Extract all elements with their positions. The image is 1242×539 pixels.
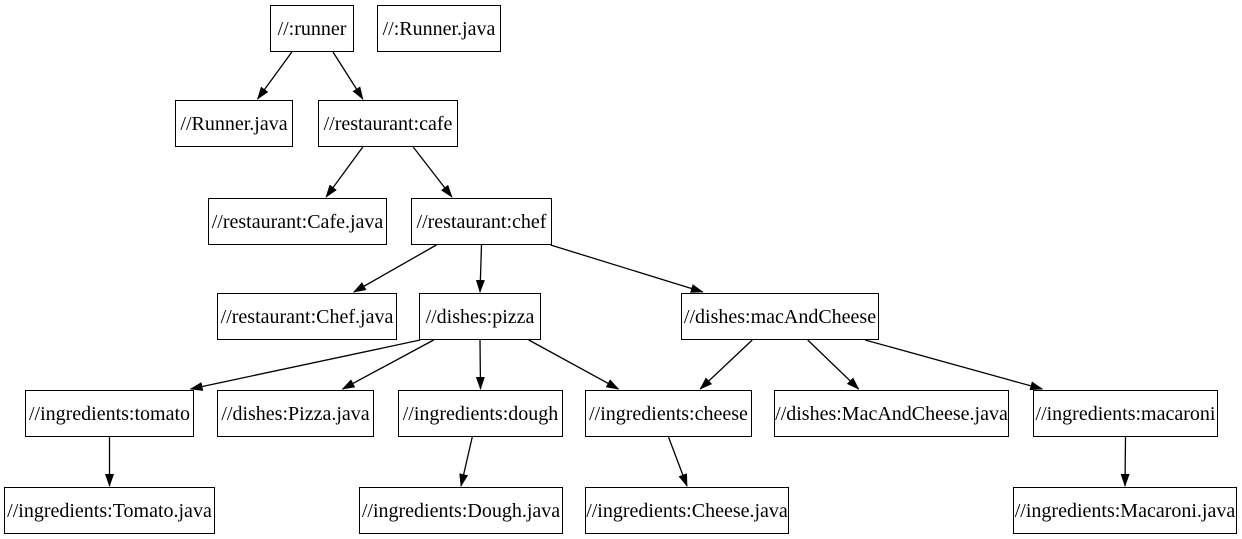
graph-node-cafe_java: //restaurant:Cafe.java <box>208 198 387 245</box>
graph-node-dough: //ingredients:dough <box>398 390 563 437</box>
edge-pizza-to-dough <box>475 339 485 390</box>
edge-pizza-to-tomato <box>189 339 421 391</box>
edge-cheese-to-cheese_java <box>667 436 688 487</box>
graph-node-tomato: //ingredients:tomato <box>25 390 194 437</box>
edge-chef-to-chef_java <box>352 244 437 293</box>
edge-runner-to-runner_java <box>257 51 293 100</box>
edge-dough-to-dough_java <box>459 436 473 487</box>
edge-mac_and_cheese-to-mac_and_cheese_java <box>807 339 860 390</box>
graph-node-cheese: //ingredients:cheese <box>585 390 752 437</box>
edge-mac_and_cheese-to-cheese <box>699 339 753 390</box>
edge-runner-to-cafe <box>332 51 364 100</box>
graph-node-mac_and_cheese_java: //dishes:MacAndCheese.java <box>774 390 1009 437</box>
edge-cafe-to-chef <box>412 146 453 198</box>
edge-cafe-to-cafe_java <box>325 146 364 198</box>
edge-macaroni-to-macaroni_java <box>1120 436 1130 487</box>
graph-node-runner: //:runner <box>270 5 354 52</box>
edge-chef-to-pizza <box>475 244 485 293</box>
graph-node-runner_java_root: //:Runner.java <box>377 5 501 52</box>
graph-node-cafe: //restaurant:cafe <box>318 100 458 147</box>
graph-node-chef_java: //restaurant:Chef.java <box>217 293 397 340</box>
graph-node-dough_java: //ingredients:Dough.java <box>359 487 563 534</box>
edge-pizza-to-pizza_java <box>341 339 434 390</box>
graph-node-macaroni_java: //ingredients:Macaroni.java <box>1013 487 1237 534</box>
graph-node-pizza_java: //dishes:Pizza.java <box>217 390 374 437</box>
edges <box>105 51 1130 487</box>
edge-chef-to-mac_and_cheese <box>550 244 704 293</box>
graph-node-cheese_java: //ingredients:Cheese.java <box>585 487 789 534</box>
graph-node-runner_java: //Runner.java <box>175 100 293 147</box>
edge-mac_and_cheese-to-macaroni <box>864 339 1044 391</box>
graph-node-chef: //restaurant:chef <box>411 198 552 245</box>
graph-node-macaroni: //ingredients:macaroni <box>1033 390 1218 437</box>
edge-pizza-to-cheese <box>528 339 620 390</box>
graph-node-mac_and_cheese: //dishes:macAndCheese <box>681 293 879 340</box>
graph-node-tomato_java: //ingredients:Tomato.java <box>4 487 215 534</box>
graph-node-pizza: //dishes:pizza <box>419 293 541 340</box>
